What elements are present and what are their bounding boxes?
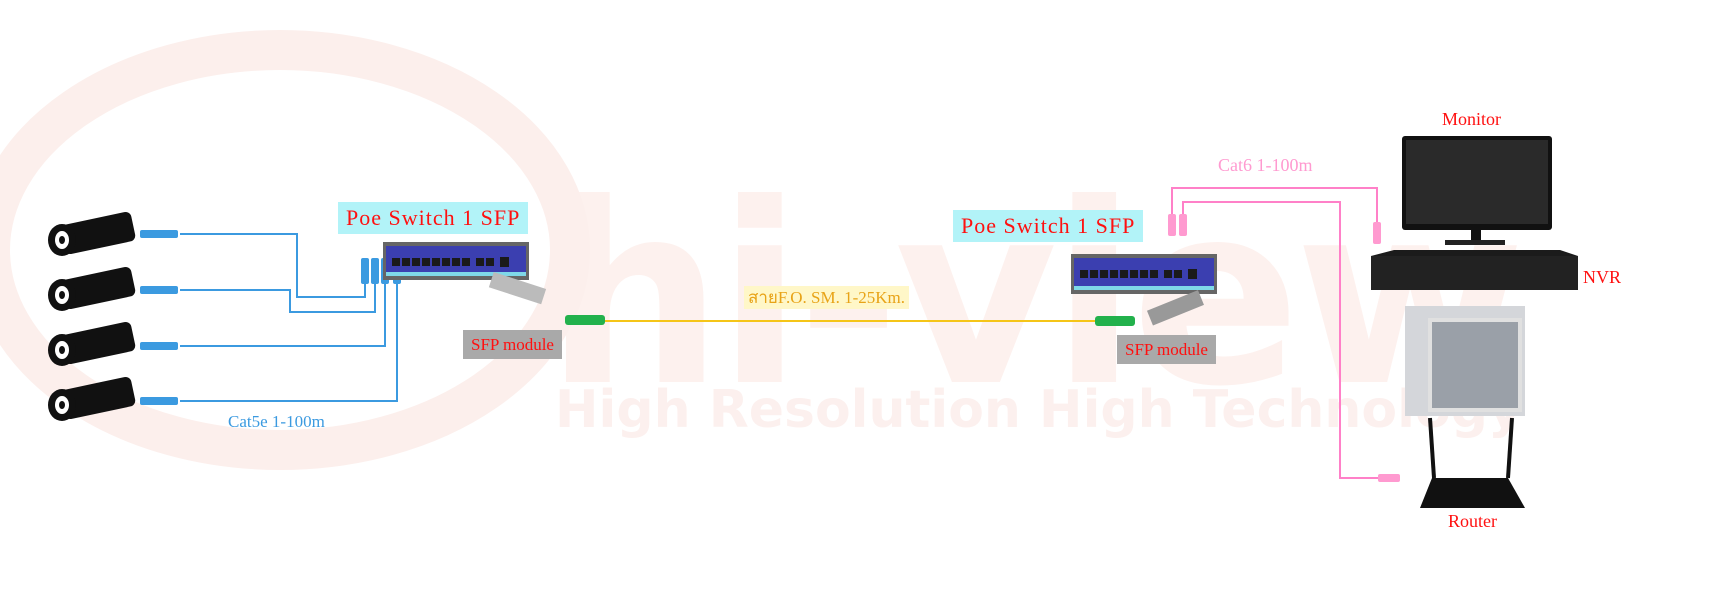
sfp-module-right — [1095, 290, 1204, 326]
poe-switch-left — [383, 242, 529, 280]
monitor-icon — [1402, 136, 1552, 245]
left-switch-label: Poe Switch 1 SFP — [338, 202, 529, 234]
cat6-cables — [1171, 187, 1395, 479]
bullet-camera-icon — [48, 211, 136, 256]
bullet-camera-icon — [48, 265, 137, 311]
cat6-plugs — [1168, 214, 1400, 482]
nvr-label: NVR — [1583, 267, 1622, 287]
bullet-camera-icon — [48, 320, 137, 366]
watermark-swirl — [0, 30, 590, 470]
nvr-icon — [1371, 250, 1578, 290]
poe-switch-right — [1071, 254, 1217, 294]
sfp-module-left — [488, 272, 605, 325]
watermark-brand: hi-view — [545, 150, 1526, 441]
monitor-label: Monitor — [1442, 109, 1502, 129]
network-cabinet-icon — [1405, 306, 1525, 416]
cat6-label: Cat6 1-100m — [1218, 155, 1313, 175]
watermark-slogan: High Resolution High Technology — [555, 380, 1522, 440]
router-icon — [1420, 417, 1525, 508]
cat5e-cables — [180, 233, 398, 402]
fiber-label: สายF.O. SM. 1-25Km. — [744, 286, 909, 309]
left-sfp-label: SFP module — [463, 330, 562, 359]
cat5e-label: Cat5e 1-100m — [228, 412, 325, 431]
cameras — [48, 211, 137, 421]
router-label: Router — [1448, 511, 1497, 531]
right-switch-label: Poe Switch 1 SFP — [953, 210, 1144, 242]
rj45-plugs — [140, 230, 401, 405]
right-sfp-label: SFP module — [1117, 335, 1216, 364]
